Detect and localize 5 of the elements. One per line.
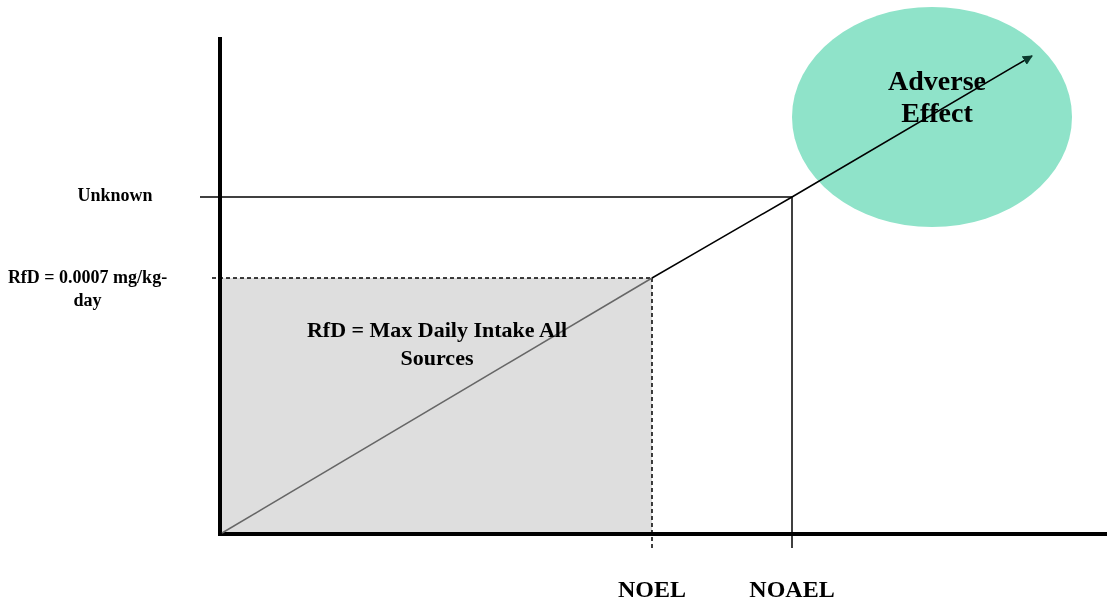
region-label: RfD = Max Daily Intake All Sources (305, 316, 568, 371)
axis-category-label: NOEL (617, 575, 687, 604)
axis-category-label: NOAEL (748, 575, 836, 604)
axis-value-label: Unknown (76, 184, 154, 207)
axis-value-label: RfD = 0.0007 mg/kg-day (6, 266, 169, 311)
